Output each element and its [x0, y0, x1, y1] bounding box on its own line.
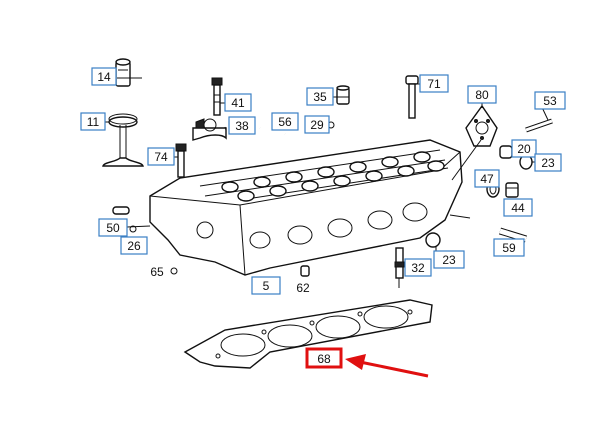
callout-20[interactable]: 20: [511, 139, 537, 158]
svg-text:41: 41: [231, 96, 245, 110]
svg-text:5: 5: [263, 279, 270, 293]
part-74-bolt: [175, 143, 187, 178]
part-53-stud: [525, 118, 553, 133]
part-44-plug: [505, 182, 519, 198]
svg-text:71: 71: [427, 77, 441, 91]
callout-47[interactable]: 47: [474, 169, 500, 188]
part-14-tappet: [115, 58, 131, 87]
callout-23-lower[interactable]: 23: [433, 250, 465, 269]
callout-59[interactable]: 59: [493, 238, 525, 257]
svg-text:32: 32: [411, 261, 425, 275]
svg-text:47: 47: [480, 172, 494, 186]
svg-text:11: 11: [87, 115, 100, 129]
svg-text:38: 38: [235, 119, 249, 133]
svg-text:74: 74: [154, 150, 168, 164]
part-80-sprocket: [465, 104, 498, 147]
svg-text:80: 80: [475, 88, 489, 102]
callout-56[interactable]: 56: [271, 112, 299, 131]
callout-62: 62: [296, 281, 310, 295]
callout-68-highlighted[interactable]: 68: [305, 347, 343, 369]
callout-71[interactable]: 71: [419, 74, 449, 93]
callout-26[interactable]: 26: [120, 236, 148, 255]
svg-text:23: 23: [442, 253, 456, 267]
part-38-bearing-cap: [192, 118, 227, 141]
callout-11[interactable]: 11: [80, 112, 106, 131]
callout-41[interactable]: 41: [224, 93, 252, 112]
svg-text:68: 68: [317, 352, 331, 366]
callout-29[interactable]: 29: [304, 115, 330, 134]
svg-text:44: 44: [511, 201, 525, 215]
callout-65: 65: [150, 265, 164, 279]
svg-text:65: 65: [150, 265, 164, 279]
svg-text:56: 56: [278, 115, 292, 129]
part-32-plug: [394, 247, 405, 288]
part-11-valve: [102, 113, 144, 167]
highlight-arrow: [345, 354, 429, 378]
callout-32[interactable]: 32: [404, 258, 432, 277]
svg-text:23: 23: [541, 156, 555, 170]
part-56-stud: [259, 127, 286, 135]
callout-38[interactable]: 38: [228, 116, 256, 135]
svg-text:26: 26: [127, 239, 141, 253]
part-62-plug: [300, 265, 310, 277]
part-26-ring: [129, 225, 137, 233]
part-41-bolt: [211, 77, 223, 116]
part-50-dowel: [112, 206, 130, 215]
svg-text:35: 35: [313, 90, 327, 104]
part-20-plug: [499, 145, 513, 159]
svg-text:50: 50: [106, 221, 120, 235]
cylinder-head: [149, 139, 471, 276]
callout-50[interactable]: 50: [98, 218, 128, 237]
part-59-pin: [498, 227, 528, 243]
svg-text:20: 20: [517, 142, 531, 156]
callout-53[interactable]: 53: [534, 91, 566, 110]
part-35-sleeve: [336, 85, 350, 105]
callout-80[interactable]: 80: [467, 85, 497, 104]
svg-text:59: 59: [502, 241, 516, 255]
callout-35[interactable]: 35: [306, 87, 334, 106]
part-71-bolt: [405, 75, 419, 119]
part-65-ring: [170, 267, 178, 275]
part-23-plug-lower: [425, 232, 441, 248]
svg-text:62: 62: [296, 281, 310, 295]
callout-5[interactable]: 5: [251, 276, 281, 295]
callout-23-upper[interactable]: 23: [534, 153, 562, 172]
callout-14[interactable]: 14: [91, 67, 117, 86]
callout-74[interactable]: 74: [147, 147, 175, 166]
part-68-head-gasket: [183, 299, 433, 369]
svg-text:14: 14: [97, 70, 111, 84]
svg-text:53: 53: [543, 94, 557, 108]
svg-text:29: 29: [310, 118, 324, 132]
callout-44[interactable]: 44: [503, 198, 533, 217]
